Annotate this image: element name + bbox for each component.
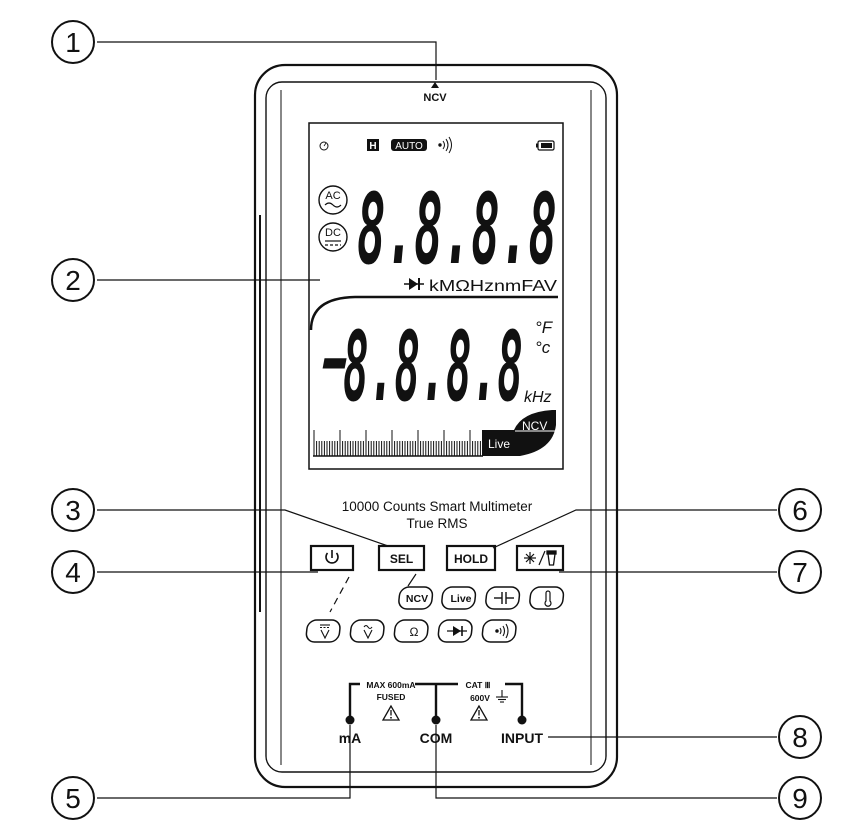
leader-5 bbox=[97, 725, 351, 799]
ac-wave bbox=[324, 202, 342, 208]
hold-button[interactable]: HOLD bbox=[445, 544, 497, 572]
input-label: INPUT bbox=[501, 730, 543, 746]
power-button[interactable] bbox=[309, 544, 355, 572]
mode-live: Live bbox=[441, 586, 477, 610]
dc-label: DC bbox=[325, 227, 341, 239]
callout-7-number: 7 bbox=[792, 557, 808, 588]
battery-icon bbox=[536, 140, 555, 151]
callout-8-number: 8 bbox=[792, 722, 808, 753]
callout-9-number: 9 bbox=[792, 783, 808, 814]
khz-label: kHz bbox=[524, 389, 552, 406]
model-title: 10000 Counts Smart Multimeter bbox=[342, 499, 533, 514]
sel-label: SEL bbox=[390, 552, 413, 566]
sel-indicator-line bbox=[407, 573, 417, 587]
ncv-arrow-icon bbox=[431, 82, 439, 88]
callout-2: 2 bbox=[51, 258, 95, 302]
cat-label: CAT Ⅲ bbox=[465, 680, 490, 690]
dc-icon bbox=[318, 222, 348, 252]
backlight-icon bbox=[524, 552, 536, 564]
callout-1-number: 1 bbox=[65, 27, 81, 58]
callout-4: 4 bbox=[51, 550, 95, 594]
callout-2-number: 2 bbox=[65, 265, 81, 296]
ma-jack[interactable] bbox=[345, 715, 355, 725]
mode-ncv-label: NCV bbox=[406, 593, 428, 605]
mode-ac-voltage bbox=[349, 619, 385, 643]
ground-icon bbox=[496, 690, 508, 703]
hold-flag: H bbox=[369, 141, 376, 152]
callout-8: 8 bbox=[778, 715, 822, 759]
callout-3: 3 bbox=[51, 488, 95, 532]
live-label: Live bbox=[488, 437, 510, 451]
power-indicator-line bbox=[329, 576, 350, 613]
leader-3 bbox=[97, 509, 389, 547]
power-icon bbox=[325, 550, 339, 564]
mode-ncv: NCV bbox=[398, 586, 434, 610]
auto-flag: AUTO bbox=[395, 141, 423, 152]
flashlight-icon bbox=[546, 550, 557, 566]
model-subtitle: True RMS bbox=[406, 516, 467, 531]
fused-label: FUSED bbox=[377, 692, 406, 702]
terminal-brackets bbox=[348, 682, 524, 718]
diode-annunciator-icon bbox=[404, 278, 424, 290]
mode-continuity bbox=[481, 619, 517, 643]
ncv-badge-label: NCV bbox=[522, 419, 547, 433]
mode-resistance: Ω bbox=[393, 619, 429, 643]
dc-voltage-icon bbox=[320, 624, 330, 640]
live-ncv-badge bbox=[482, 410, 556, 456]
callout-9: 9 bbox=[778, 776, 822, 820]
warning-icon-left bbox=[381, 704, 401, 721]
hold-flag-box bbox=[367, 139, 379, 151]
leader-6 bbox=[492, 509, 777, 549]
sel-button[interactable]: SEL bbox=[377, 544, 426, 572]
lcd-divider bbox=[309, 295, 558, 331]
backlight-flashlight-button[interactable] bbox=[515, 544, 565, 572]
mode-dc-voltage bbox=[305, 619, 341, 643]
bar-graph bbox=[313, 430, 481, 456]
timer-icon bbox=[319, 141, 329, 151]
mode-live-label: Live bbox=[450, 593, 471, 605]
com-jack[interactable] bbox=[431, 715, 441, 725]
deg-c: °c bbox=[535, 338, 551, 357]
mode-resistance-label: Ω bbox=[410, 625, 419, 639]
voltage-label: 600V bbox=[470, 693, 490, 703]
main-digits: 8.8.8.8 bbox=[357, 173, 557, 287]
sub-digits: 8.8.8.8 bbox=[343, 311, 523, 423]
hold-label: HOLD bbox=[454, 552, 488, 566]
buzzer-icon bbox=[438, 136, 452, 154]
callout-3-number: 3 bbox=[65, 495, 81, 526]
callout-6: 6 bbox=[778, 488, 822, 532]
backlight-slash bbox=[538, 550, 546, 566]
callout-5: 5 bbox=[51, 776, 95, 820]
diode-icon bbox=[447, 626, 467, 636]
callout-1: 1 bbox=[51, 20, 95, 64]
continuity-icon bbox=[495, 623, 509, 639]
timer-hand bbox=[323, 142, 327, 147]
deg-f: °F bbox=[535, 318, 554, 337]
callout-7: 7 bbox=[778, 550, 822, 594]
ac-label: AC bbox=[325, 190, 340, 202]
thermometer-icon bbox=[544, 590, 552, 607]
mode-capacitance bbox=[485, 586, 521, 610]
ac-icon bbox=[318, 185, 348, 215]
unit-annunciators: kMΩHznmFAV bbox=[429, 278, 557, 295]
callout-6-number: 6 bbox=[792, 495, 808, 526]
leader-1 bbox=[97, 41, 437, 80]
mode-temperature bbox=[529, 586, 565, 610]
capacitor-icon bbox=[494, 592, 514, 604]
input-jack[interactable] bbox=[517, 715, 527, 725]
warning-icon-right bbox=[469, 704, 489, 721]
ac-voltage-icon bbox=[363, 624, 373, 640]
callout-4-number: 4 bbox=[65, 557, 81, 588]
ncv-label: NCV bbox=[423, 92, 447, 104]
leader-9 bbox=[435, 725, 777, 799]
max-rating-label: MAX 600mA bbox=[366, 680, 415, 690]
callout-5-number: 5 bbox=[65, 783, 81, 814]
leader-lines bbox=[97, 41, 777, 799]
auto-flag-box bbox=[391, 139, 427, 151]
sub-minus: - bbox=[314, 317, 357, 401]
mode-diode bbox=[437, 619, 473, 643]
